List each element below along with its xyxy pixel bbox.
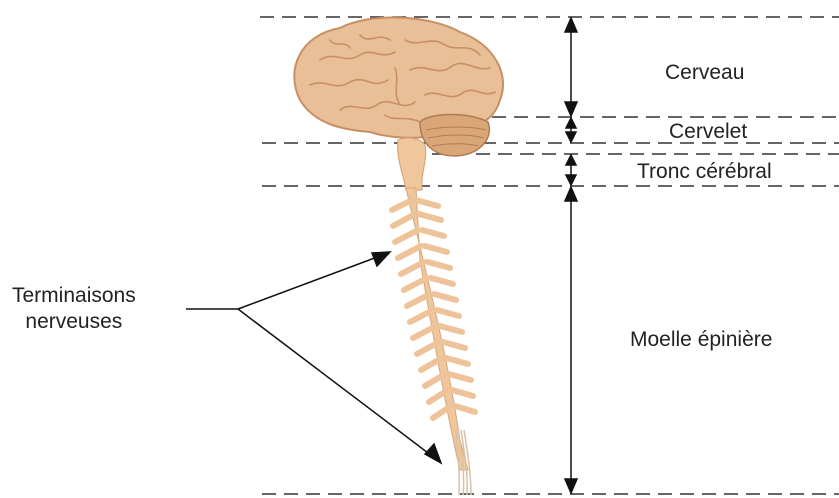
callout-lines — [186, 252, 441, 463]
brain-icon — [294, 17, 503, 190]
label-tronc-cerebral: Tronc cérébral — [637, 160, 772, 184]
arrowhead — [565, 187, 577, 201]
nerve-branches — [392, 200, 475, 418]
label-cervelet: Cervelet — [669, 120, 747, 144]
measure-arrows — [565, 18, 577, 493]
label-moelle-epiniere: Moelle épinière — [630, 328, 772, 352]
arrowhead — [565, 479, 577, 493]
label-cerveau: Cerveau — [665, 61, 744, 85]
label-terminaisons-line1: Terminaisons — [12, 283, 136, 309]
label-terminaisons-nerveuses: Terminaisons nerveuses — [12, 283, 136, 335]
arrowhead — [566, 132, 576, 142]
arrowhead — [565, 18, 577, 32]
arrowhead — [566, 175, 576, 185]
arrowhead — [565, 102, 577, 116]
arrowhead — [566, 118, 576, 128]
arrowhead — [566, 155, 576, 165]
label-terminaisons-line2: nerveuses — [12, 309, 136, 335]
